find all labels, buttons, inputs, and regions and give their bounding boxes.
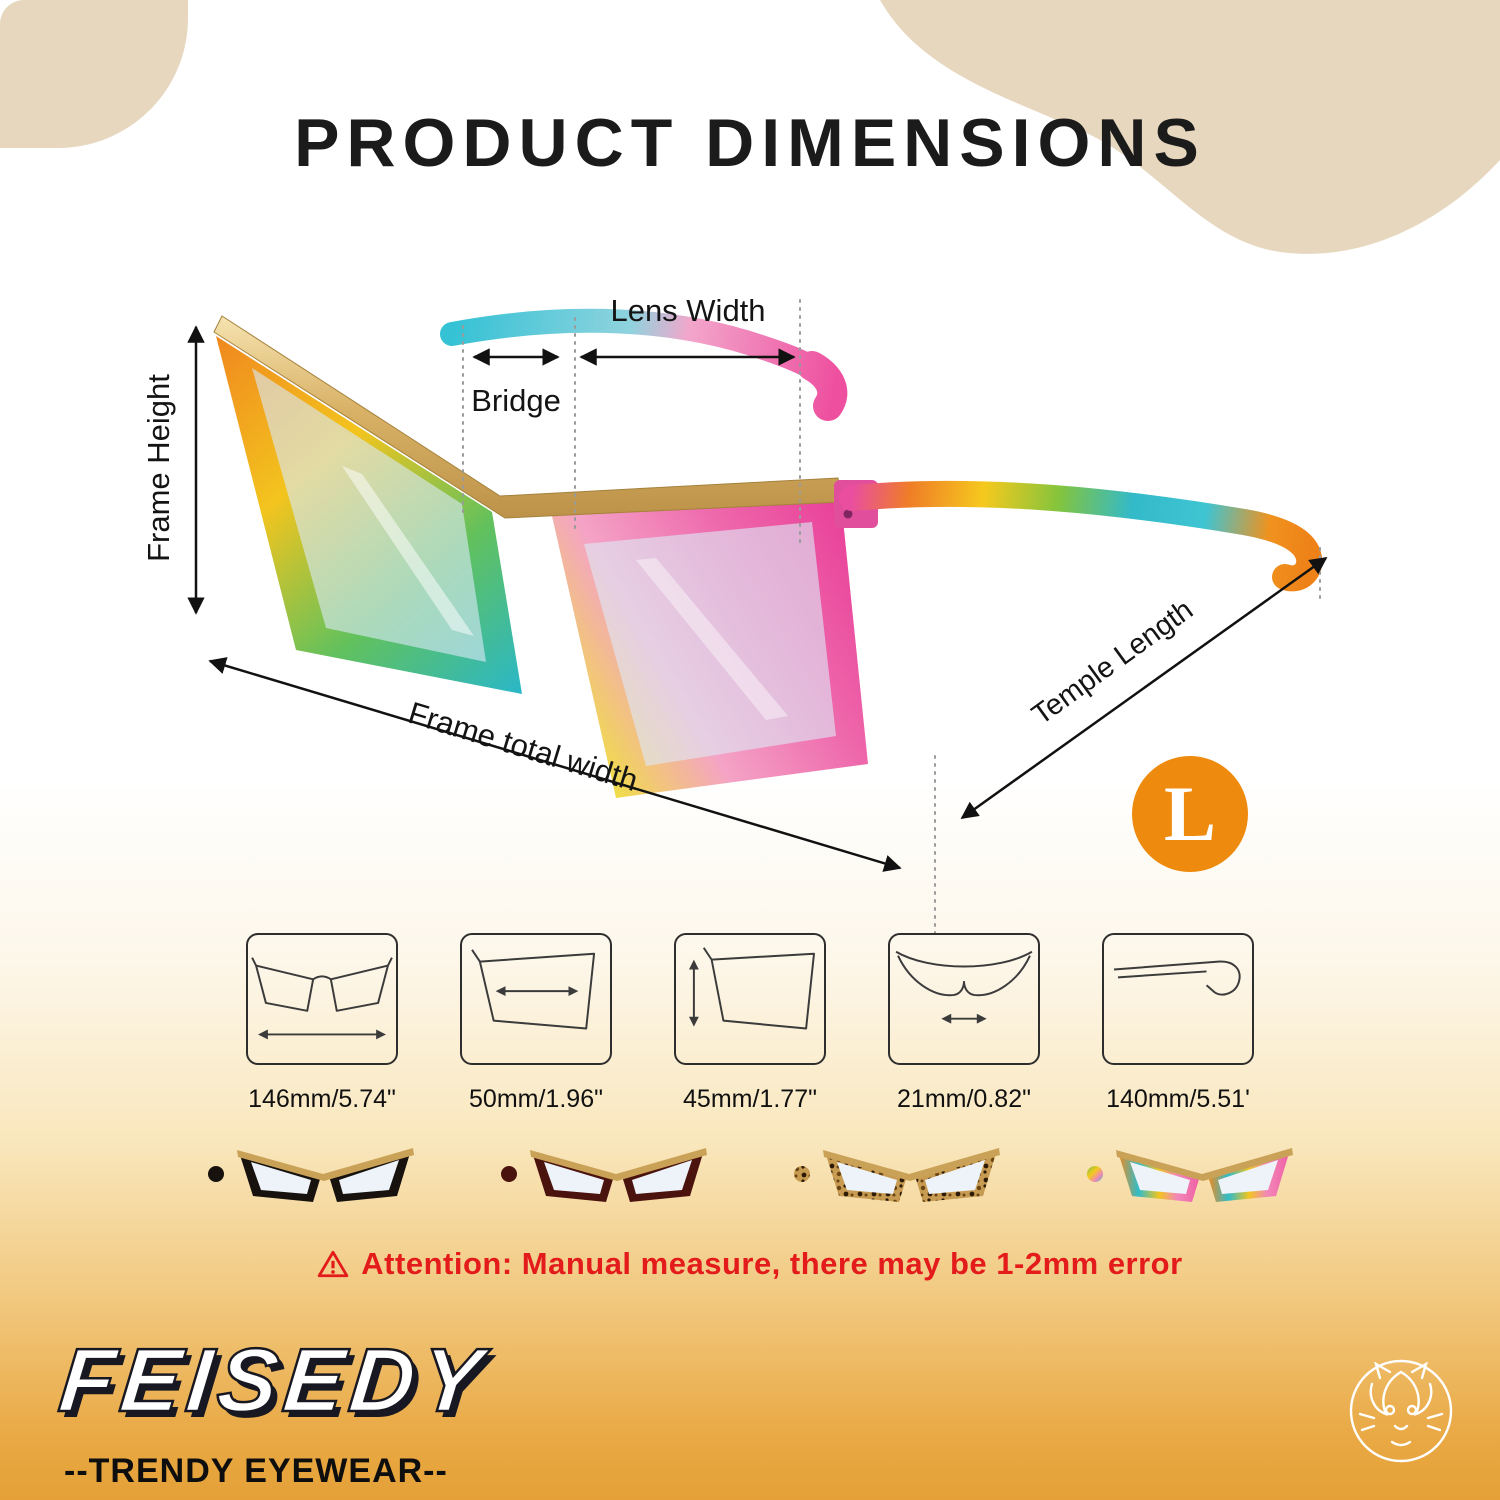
spec-bridge-width: 21mm/0.82" [888,933,1040,1114]
left-lens-highlight [342,466,474,636]
brand-logo-text: FEISEDY [53,1330,493,1433]
far-temple-tip [797,351,848,421]
spec-value: 45mm/1.77" [683,1085,817,1113]
spec-box [246,933,398,1065]
variant-glasses-leopard [822,1148,1000,1202]
frame-total-width-arrow [208,657,902,872]
bridge-width-icon [895,950,1033,1024]
size-badge: L [1132,756,1248,872]
temple-length-icon [1113,960,1241,996]
variant-glasses-rainbow [1115,1148,1293,1202]
spec-box [460,933,612,1065]
glasses-dimension-diagram [187,299,1328,935]
spec-value: 21mm/0.82" [897,1085,1031,1113]
spec-lens-height: 45mm/1.77" [674,933,826,1114]
hinge-rivet [843,509,853,519]
spec-value: 146mm/5.74" [248,1085,396,1113]
lens-height-icon [688,947,815,1030]
color-dot-dark-red [500,1166,517,1182]
spec-value: 50mm/1.96" [469,1085,603,1113]
spec-lens-width: 50mm/1.96" [460,933,612,1114]
near-temple-arm [839,480,1323,592]
color-dot-black [207,1166,224,1182]
variant-glasses-dark-red [529,1148,707,1202]
frame-total-width-icon [251,957,393,1040]
frame-height-label: Frame Height [141,374,176,562]
spec-box [1102,933,1254,1065]
spec-frame-total-width: 146mm/5.74" [246,933,398,1114]
brand-tagline: --TRENDY EYEWEAR-- [64,1452,448,1490]
warning-icon [318,1250,349,1278]
temple-length-arrow [960,556,1328,820]
rainbow-glasses-illustration [213,308,1323,798]
spec-temple-length: 140mm/5.51' [1102,933,1254,1114]
dimension-arrows [187,325,1328,872]
corner-decoration-top-right [880,0,1500,254]
attention-text: Attention: Manual measure, there may be … [361,1246,1183,1281]
spec-box [888,933,1040,1065]
brand-emblem-icon [1349,1359,1453,1463]
variant-black [207,1142,415,1206]
spec-value: 140mm/5.51' [1106,1085,1250,1113]
variant-dark-red [500,1142,708,1206]
variant-glasses-black [236,1148,414,1202]
color-dot-leopard [793,1166,810,1182]
variant-leopard [793,1142,1001,1206]
size-letter: L [1163,770,1217,857]
color-dot-rainbow [1086,1166,1103,1182]
attention-note: Attention: Manual measure, there may be … [0,1246,1500,1282]
lens-width-label: Lens Width [610,293,766,328]
color-variants-row [0,1142,1500,1206]
bridge-label: Bridge [471,383,561,418]
measurement-specs-row: 146mm/5.74" 50mm/1.96" [0,933,1500,1114]
variant-rainbow [1086,1142,1294,1206]
lens-width-icon [471,949,596,1030]
spec-box [674,933,826,1065]
page-title: PRODUCT DIMENSIONS [294,105,1206,181]
